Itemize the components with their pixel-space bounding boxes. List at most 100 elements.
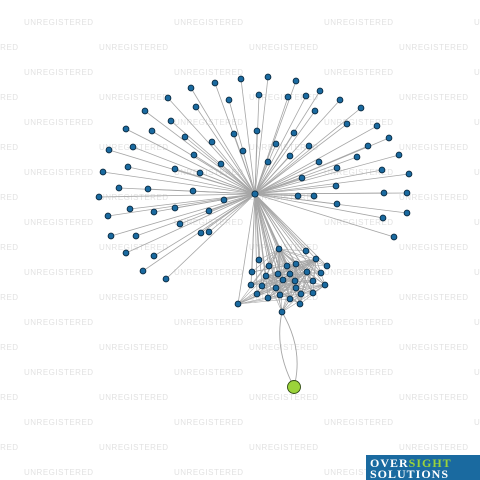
graph-node[interactable] [291, 277, 299, 285]
graph-node[interactable] [264, 294, 272, 302]
graph-node[interactable] [190, 151, 198, 159]
hub-node[interactable] [251, 190, 259, 198]
graph-node[interactable] [317, 269, 325, 277]
graph-node[interactable] [272, 284, 280, 292]
graph-node[interactable] [211, 79, 219, 87]
graph-node[interactable] [262, 272, 270, 280]
graph-node[interactable] [283, 262, 291, 270]
graph-node[interactable] [126, 205, 134, 213]
graph-node[interactable] [132, 232, 140, 240]
graph-node[interactable] [286, 270, 294, 278]
graph-node[interactable] [255, 256, 263, 264]
graph-node[interactable] [148, 127, 156, 135]
graph-node[interactable] [164, 94, 172, 102]
graph-node[interactable] [302, 92, 310, 100]
graph-node[interactable] [253, 127, 261, 135]
graph-node[interactable] [115, 184, 123, 192]
graph-node[interactable] [167, 117, 175, 125]
graph-node[interactable] [286, 295, 294, 303]
graph-node[interactable] [150, 252, 158, 260]
graph-node[interactable] [333, 200, 341, 208]
graph-node[interactable] [312, 255, 320, 263]
graph-node[interactable] [253, 290, 261, 298]
graph-node[interactable] [239, 147, 247, 155]
graph-node[interactable] [294, 192, 302, 200]
graph-node[interactable] [364, 142, 372, 150]
graph-node[interactable] [248, 268, 256, 276]
graph-node[interactable] [403, 209, 411, 217]
graph-node[interactable] [310, 192, 318, 200]
graph-node[interactable] [303, 268, 311, 276]
graph-node[interactable] [284, 93, 292, 101]
graph-node[interactable] [141, 107, 149, 115]
graph-node[interactable] [274, 270, 282, 278]
graph-node[interactable] [196, 169, 204, 177]
graph-node[interactable] [225, 96, 233, 104]
graph-node[interactable] [315, 158, 323, 166]
graph-node[interactable] [217, 160, 225, 168]
graph-node[interactable] [189, 187, 197, 195]
graph-node[interactable] [336, 96, 344, 104]
graph-node[interactable] [276, 291, 284, 299]
graph-node[interactable] [305, 142, 313, 150]
graph-node[interactable] [265, 262, 273, 270]
graph-node[interactable] [107, 232, 115, 240]
graph-node[interactable] [150, 208, 158, 216]
graph-node[interactable] [323, 262, 331, 270]
graph-node[interactable] [395, 151, 403, 159]
graph-node[interactable] [95, 193, 103, 201]
graph-node[interactable] [205, 228, 213, 236]
graph-node[interactable] [171, 204, 179, 212]
highlighted-node[interactable] [287, 380, 301, 394]
graph-node[interactable] [171, 165, 179, 173]
graph-node[interactable] [290, 129, 298, 137]
graph-node[interactable] [309, 277, 317, 285]
graph-node[interactable] [197, 229, 205, 237]
graph-node[interactable] [403, 189, 411, 197]
graph-node[interactable] [353, 153, 361, 161]
graph-node[interactable] [302, 247, 310, 255]
graph-node[interactable] [292, 77, 300, 85]
graph-node[interactable] [332, 182, 340, 190]
graph-node[interactable] [247, 281, 255, 289]
graph-node[interactable] [333, 164, 341, 172]
graph-node[interactable] [144, 185, 152, 193]
graph-node[interactable] [264, 73, 272, 81]
graph-node[interactable] [122, 249, 130, 257]
graph-node[interactable] [255, 91, 263, 99]
graph-node[interactable] [321, 281, 329, 289]
graph-node[interactable] [343, 120, 351, 128]
graph-node[interactable] [275, 245, 283, 253]
graph-node[interactable] [264, 158, 272, 166]
graph-node[interactable] [139, 267, 147, 275]
graph-node[interactable] [181, 133, 189, 141]
graph-node[interactable] [192, 103, 200, 111]
graph-node[interactable] [272, 140, 280, 148]
graph-node[interactable] [390, 233, 398, 241]
graph-node[interactable] [187, 84, 195, 92]
graph-node[interactable] [122, 125, 130, 133]
graph-node[interactable] [405, 170, 413, 178]
graph-node[interactable] [292, 260, 300, 268]
graph-node[interactable] [385, 134, 393, 142]
graph-node[interactable] [379, 214, 387, 222]
graph-node[interactable] [316, 87, 324, 95]
graph-node[interactable] [380, 189, 388, 197]
graph-node[interactable] [296, 300, 304, 308]
graph-node[interactable] [99, 168, 107, 176]
graph-node[interactable] [162, 275, 170, 283]
graph-node[interactable] [298, 174, 306, 182]
graph-node[interactable] [104, 212, 112, 220]
graph-node[interactable] [311, 107, 319, 115]
graph-node[interactable] [278, 308, 286, 316]
graph-node[interactable] [279, 276, 287, 284]
graph-node[interactable] [237, 75, 245, 83]
graph-node[interactable] [105, 146, 113, 154]
graph-node[interactable] [124, 163, 132, 171]
graph-node[interactable] [292, 284, 300, 292]
graph-node[interactable] [297, 290, 305, 298]
graph-node[interactable] [176, 220, 184, 228]
graph-node[interactable] [286, 152, 294, 160]
graph-node[interactable] [373, 122, 381, 130]
graph-node[interactable] [357, 104, 365, 112]
